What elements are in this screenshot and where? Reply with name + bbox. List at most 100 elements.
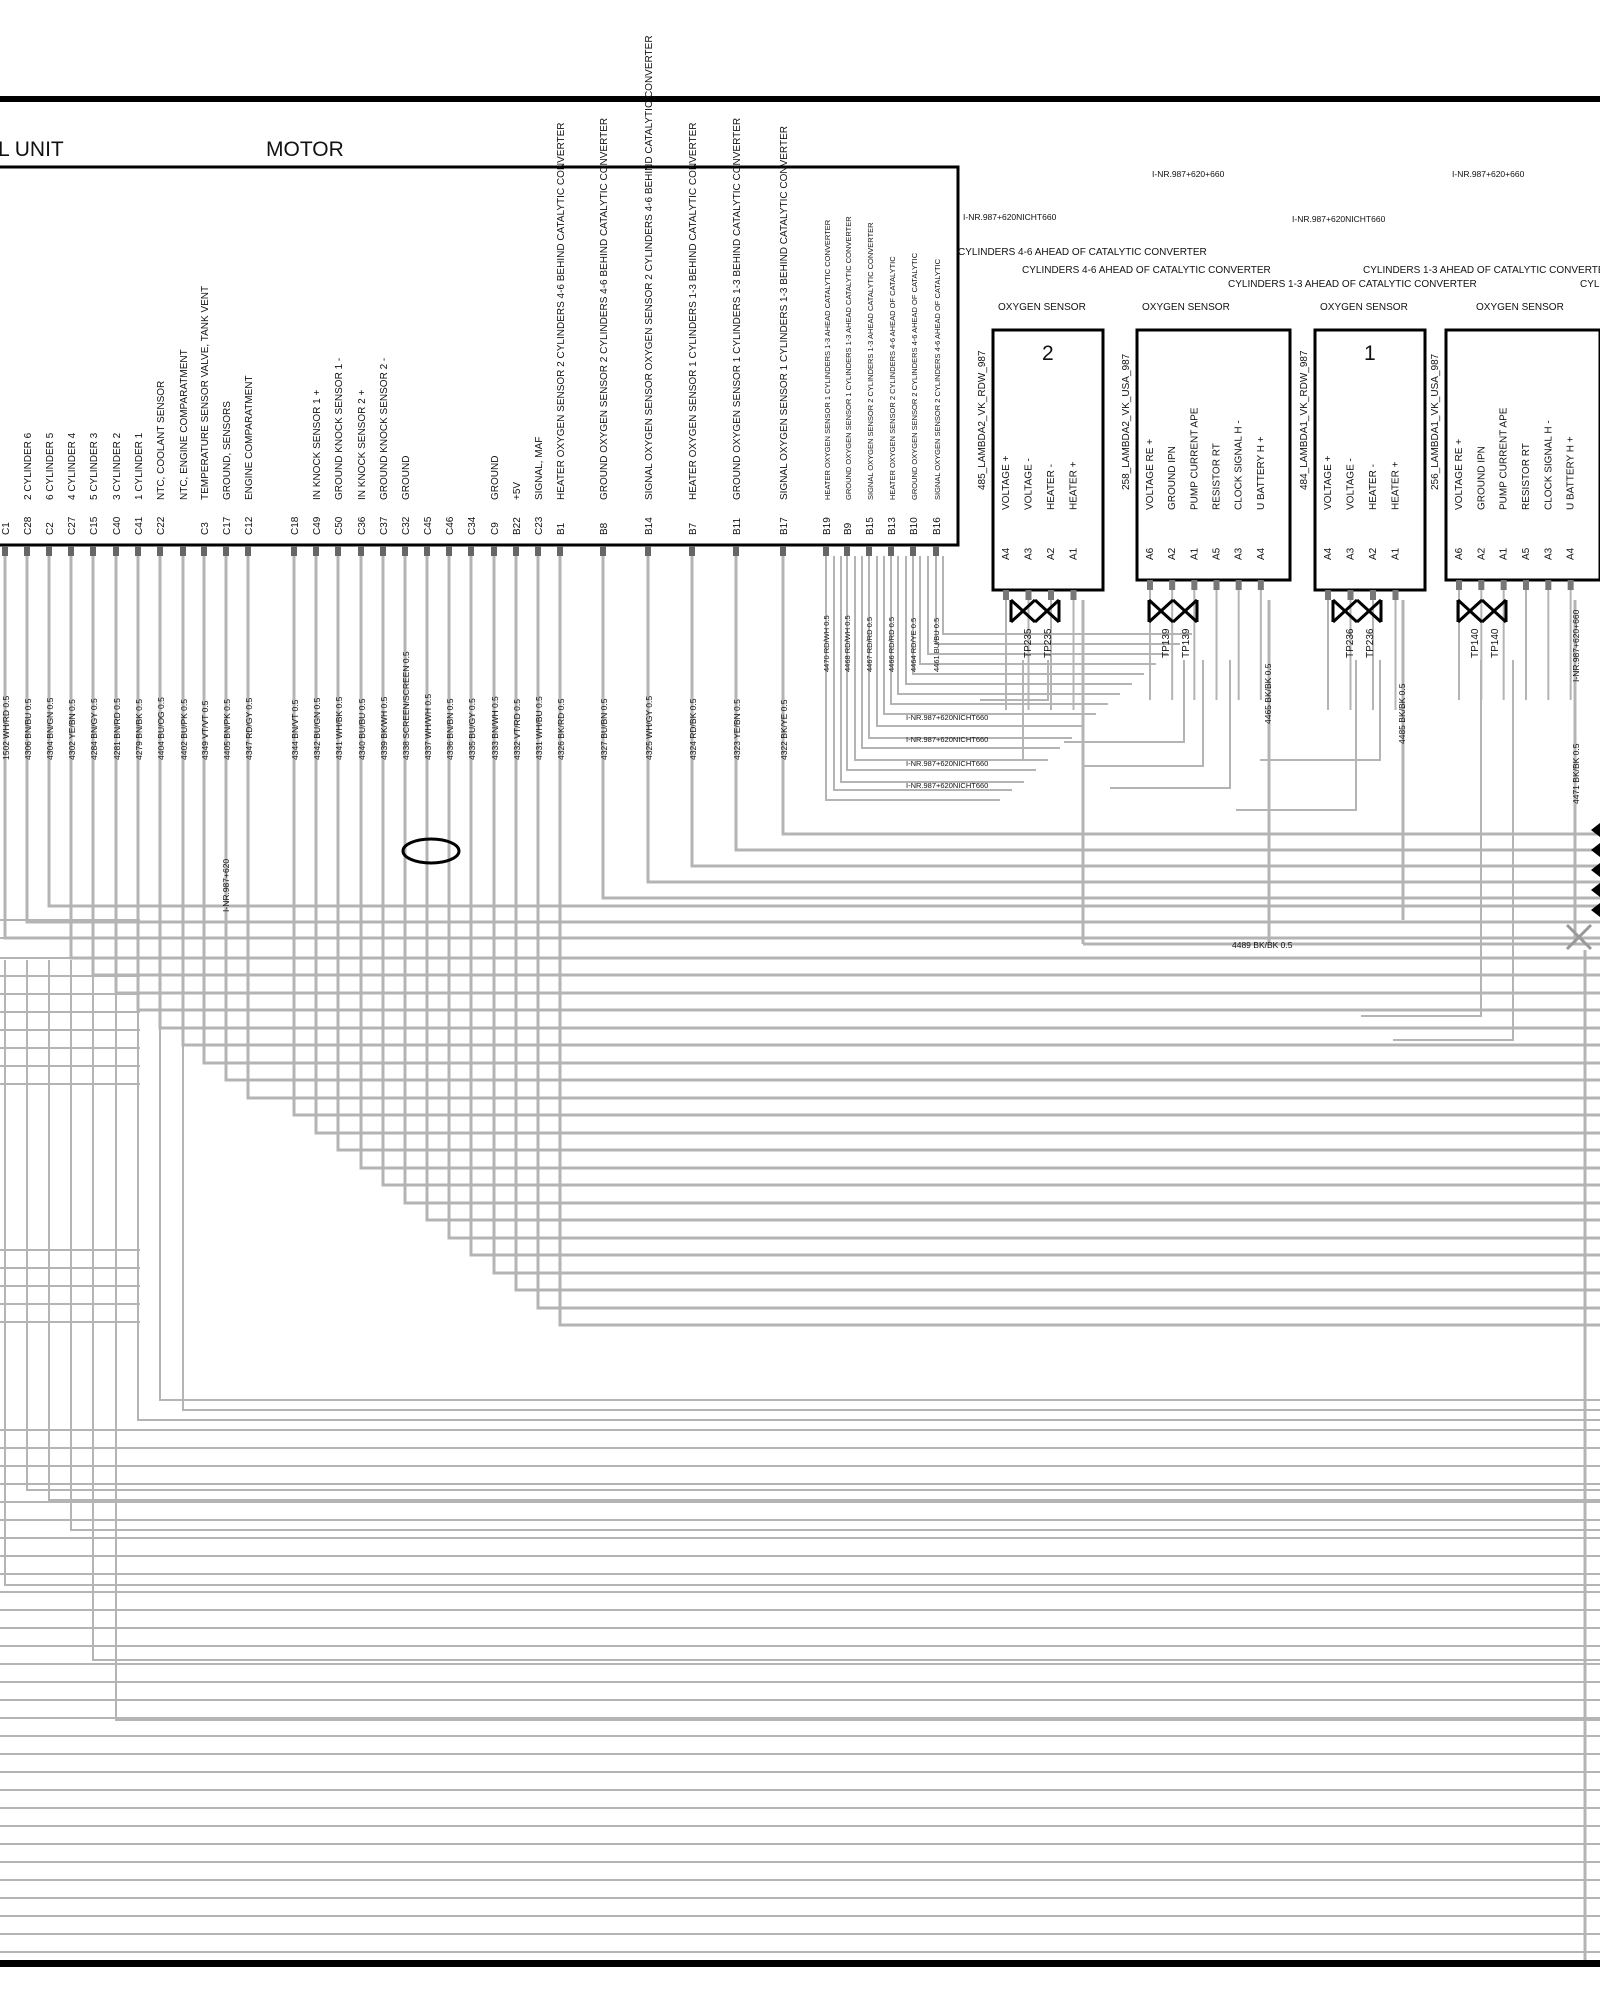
- ecu-pin-id: C23: [534, 516, 545, 535]
- nicht-label: I-NR.987+620NICHT660: [906, 713, 988, 722]
- motor-label: MOTOR: [266, 138, 344, 161]
- sensor-pin-id: A4: [1323, 547, 1334, 560]
- sensor-pin-id: A4: [1001, 547, 1012, 560]
- pin-terminal: [910, 546, 916, 556]
- wire-run: [690, 556, 1600, 868]
- wire-label: 4466 RD/RD 0.5: [887, 617, 896, 672]
- sensor-terminal: [1025, 590, 1032, 600]
- sensor-pin-function: GROUND IPN: [1167, 446, 1178, 510]
- ecu-pin-function: GROUND, SENSORS: [222, 401, 233, 500]
- wire-run: [403, 556, 1600, 1205]
- ecu-pin-id: C40: [112, 516, 123, 535]
- connector-arrow: [1591, 883, 1600, 897]
- ecu-pin-function: SIGNAL OXYGEN SENSOR 2 CYLINDERS 1-3 AHE…: [866, 222, 875, 500]
- connector-arrow: [1591, 823, 1600, 837]
- ecu-pin-function: GROUND OXYGEN SENSOR 2 CYLINDERS 4-6 AHE…: [910, 252, 919, 500]
- wire-label: 4337 WH/WH 0.5: [423, 694, 433, 760]
- nicht-label: I-NR.987+620NICHT660: [906, 735, 988, 744]
- wire-label: 4405 BN/PK 0.5: [222, 699, 232, 760]
- nicht-wire-labels: I-NR.987+620NICHT660 I-NR.987+620NICHT66…: [906, 713, 988, 790]
- pin-terminal: [535, 546, 541, 556]
- wire-label: 4464 RD/YE 0.5: [909, 618, 918, 672]
- ecu-pin-id: B19: [822, 517, 833, 535]
- wire-run: [202, 556, 1600, 1065]
- wire-4485-label: 4485 BK/BK 0.5: [1397, 683, 1407, 744]
- cable-shield-symbol: [401, 837, 461, 865]
- wire-label: 4281 BN/RD 0.5: [112, 698, 122, 760]
- ecu-pin-function: HEATER OXYGEN SENSOR 2 CYLINDERS 4-6 BEH…: [556, 123, 567, 501]
- wire-label: 4470 RD/WH 0.5: [822, 615, 831, 672]
- wire-run: [942, 556, 1192, 635]
- connector-arrow: [1591, 863, 1600, 877]
- wire-label: 4325 WH/GY 0.5: [644, 696, 654, 760]
- sensor-pin-function: HEATER -: [1046, 464, 1057, 510]
- sensor-pin-function: U BATTERY H +: [1566, 436, 1577, 510]
- wire-label: 4467 RD/RD 0.5: [865, 617, 874, 672]
- twisted-pair-icon: [1009, 598, 1061, 624]
- wire-run: [558, 556, 1600, 1327]
- note-cyl13-a: CYLINDERS 1-3 AHEAD OF CATALYTIC CONVERT…: [1363, 265, 1600, 276]
- wire-run: [890, 556, 1108, 705]
- ecu-pin-id: C34: [467, 516, 478, 535]
- ecu-pin-function: GROUND: [490, 456, 501, 500]
- sensor-pin-function: CLOCK SIGNAL H -: [1543, 420, 1554, 510]
- sensor-pin-id: A1: [1499, 547, 1510, 560]
- ecu-pin-id: B17: [779, 517, 790, 535]
- ecu-pin-id: C2: [45, 522, 56, 535]
- splice-x: [1565, 923, 1593, 951]
- ecu-pin-function: GROUND: [401, 456, 412, 500]
- ecu-pin-id: C37: [379, 516, 390, 535]
- twisted-pair-icon: [1147, 598, 1199, 624]
- wire-run: [425, 556, 1600, 1222]
- ecu-pin-id: C17: [222, 516, 233, 535]
- ecu-pin-function: 4 CYLINDER 4: [67, 432, 78, 500]
- ecu-pin-id: C49: [312, 516, 323, 535]
- wire-label: 4339 BK/WH 0.5: [379, 696, 389, 760]
- connector-arrow: [1591, 843, 1600, 857]
- wire-run: [115, 960, 1600, 1721]
- pin-terminal: [157, 546, 163, 556]
- sensor-pin-function: VOLTAGE -: [1346, 458, 1357, 510]
- ecu-pin-function: GROUND OXYGEN SENSOR 2 CYLINDERS 4-6 BEH…: [599, 118, 610, 500]
- wire-label: 4336 BN/BN 0.5: [445, 698, 455, 760]
- pin-terminal: [46, 546, 52, 556]
- wire-run: [734, 556, 1600, 852]
- pin-terminal: [291, 546, 297, 556]
- sensor-title: OXYGEN SENSOR: [1142, 302, 1230, 313]
- ecu-pin-function: HEATER OXYGEN SENSOR 2 CYLINDERS 4-6 AHE…: [888, 256, 897, 500]
- wire-run: [182, 960, 1600, 1411]
- sensor-number: 2: [1042, 342, 1054, 365]
- ecu-pin-id: C22: [156, 516, 167, 535]
- sensor-terminal: [1500, 580, 1507, 590]
- pin-terminal: [866, 546, 872, 556]
- sensor-pin-id: A5: [1212, 547, 1223, 560]
- connector-arrow: [1591, 903, 1600, 917]
- wire-inr-right-label: I-NR.987+620+660: [1571, 609, 1581, 682]
- ecu-pin-id: C36: [357, 516, 368, 535]
- sensor-terminal: [1325, 590, 1331, 600]
- sensor-terminal: [1147, 580, 1153, 590]
- ecu-pin-id: B7: [688, 522, 699, 535]
- test-point-label: TP235: [1043, 628, 1054, 658]
- ecu-pin-function: GROUND KNOCK SENSOR 2 -: [379, 358, 390, 500]
- sensor-pin-function: U BATTERY H +: [1256, 436, 1267, 510]
- ecu-pin-id: C45: [423, 516, 434, 535]
- ecu-pin-id: B1: [556, 522, 567, 535]
- note-nicht-2: I-NR.987+620NICHT660: [1292, 214, 1386, 224]
- test-point-label: TP139: [1181, 628, 1192, 658]
- sensor-pin-function: HEATER +: [1069, 461, 1080, 510]
- sensor-terminal: [1003, 590, 1009, 600]
- pin-terminal: [201, 546, 207, 556]
- sensor-pin-id: A2: [1476, 547, 1487, 560]
- wire-label: 4347 RD/GY 0.5: [244, 698, 254, 760]
- pin-terminal: [780, 546, 786, 556]
- sensor-title: OXYGEN SENSOR: [1320, 302, 1408, 313]
- sensor-pin-id: A3: [1234, 547, 1245, 560]
- wire-4465-label: 4465 BK/BK 0.5: [1263, 663, 1273, 724]
- wire-label: 4404 BU/OG 0.5: [156, 697, 166, 760]
- wire-run: [336, 556, 1600, 1152]
- test-point-label: TP236: [1365, 628, 1376, 658]
- wire-label: 4327 BU/BN 0.5: [599, 698, 609, 760]
